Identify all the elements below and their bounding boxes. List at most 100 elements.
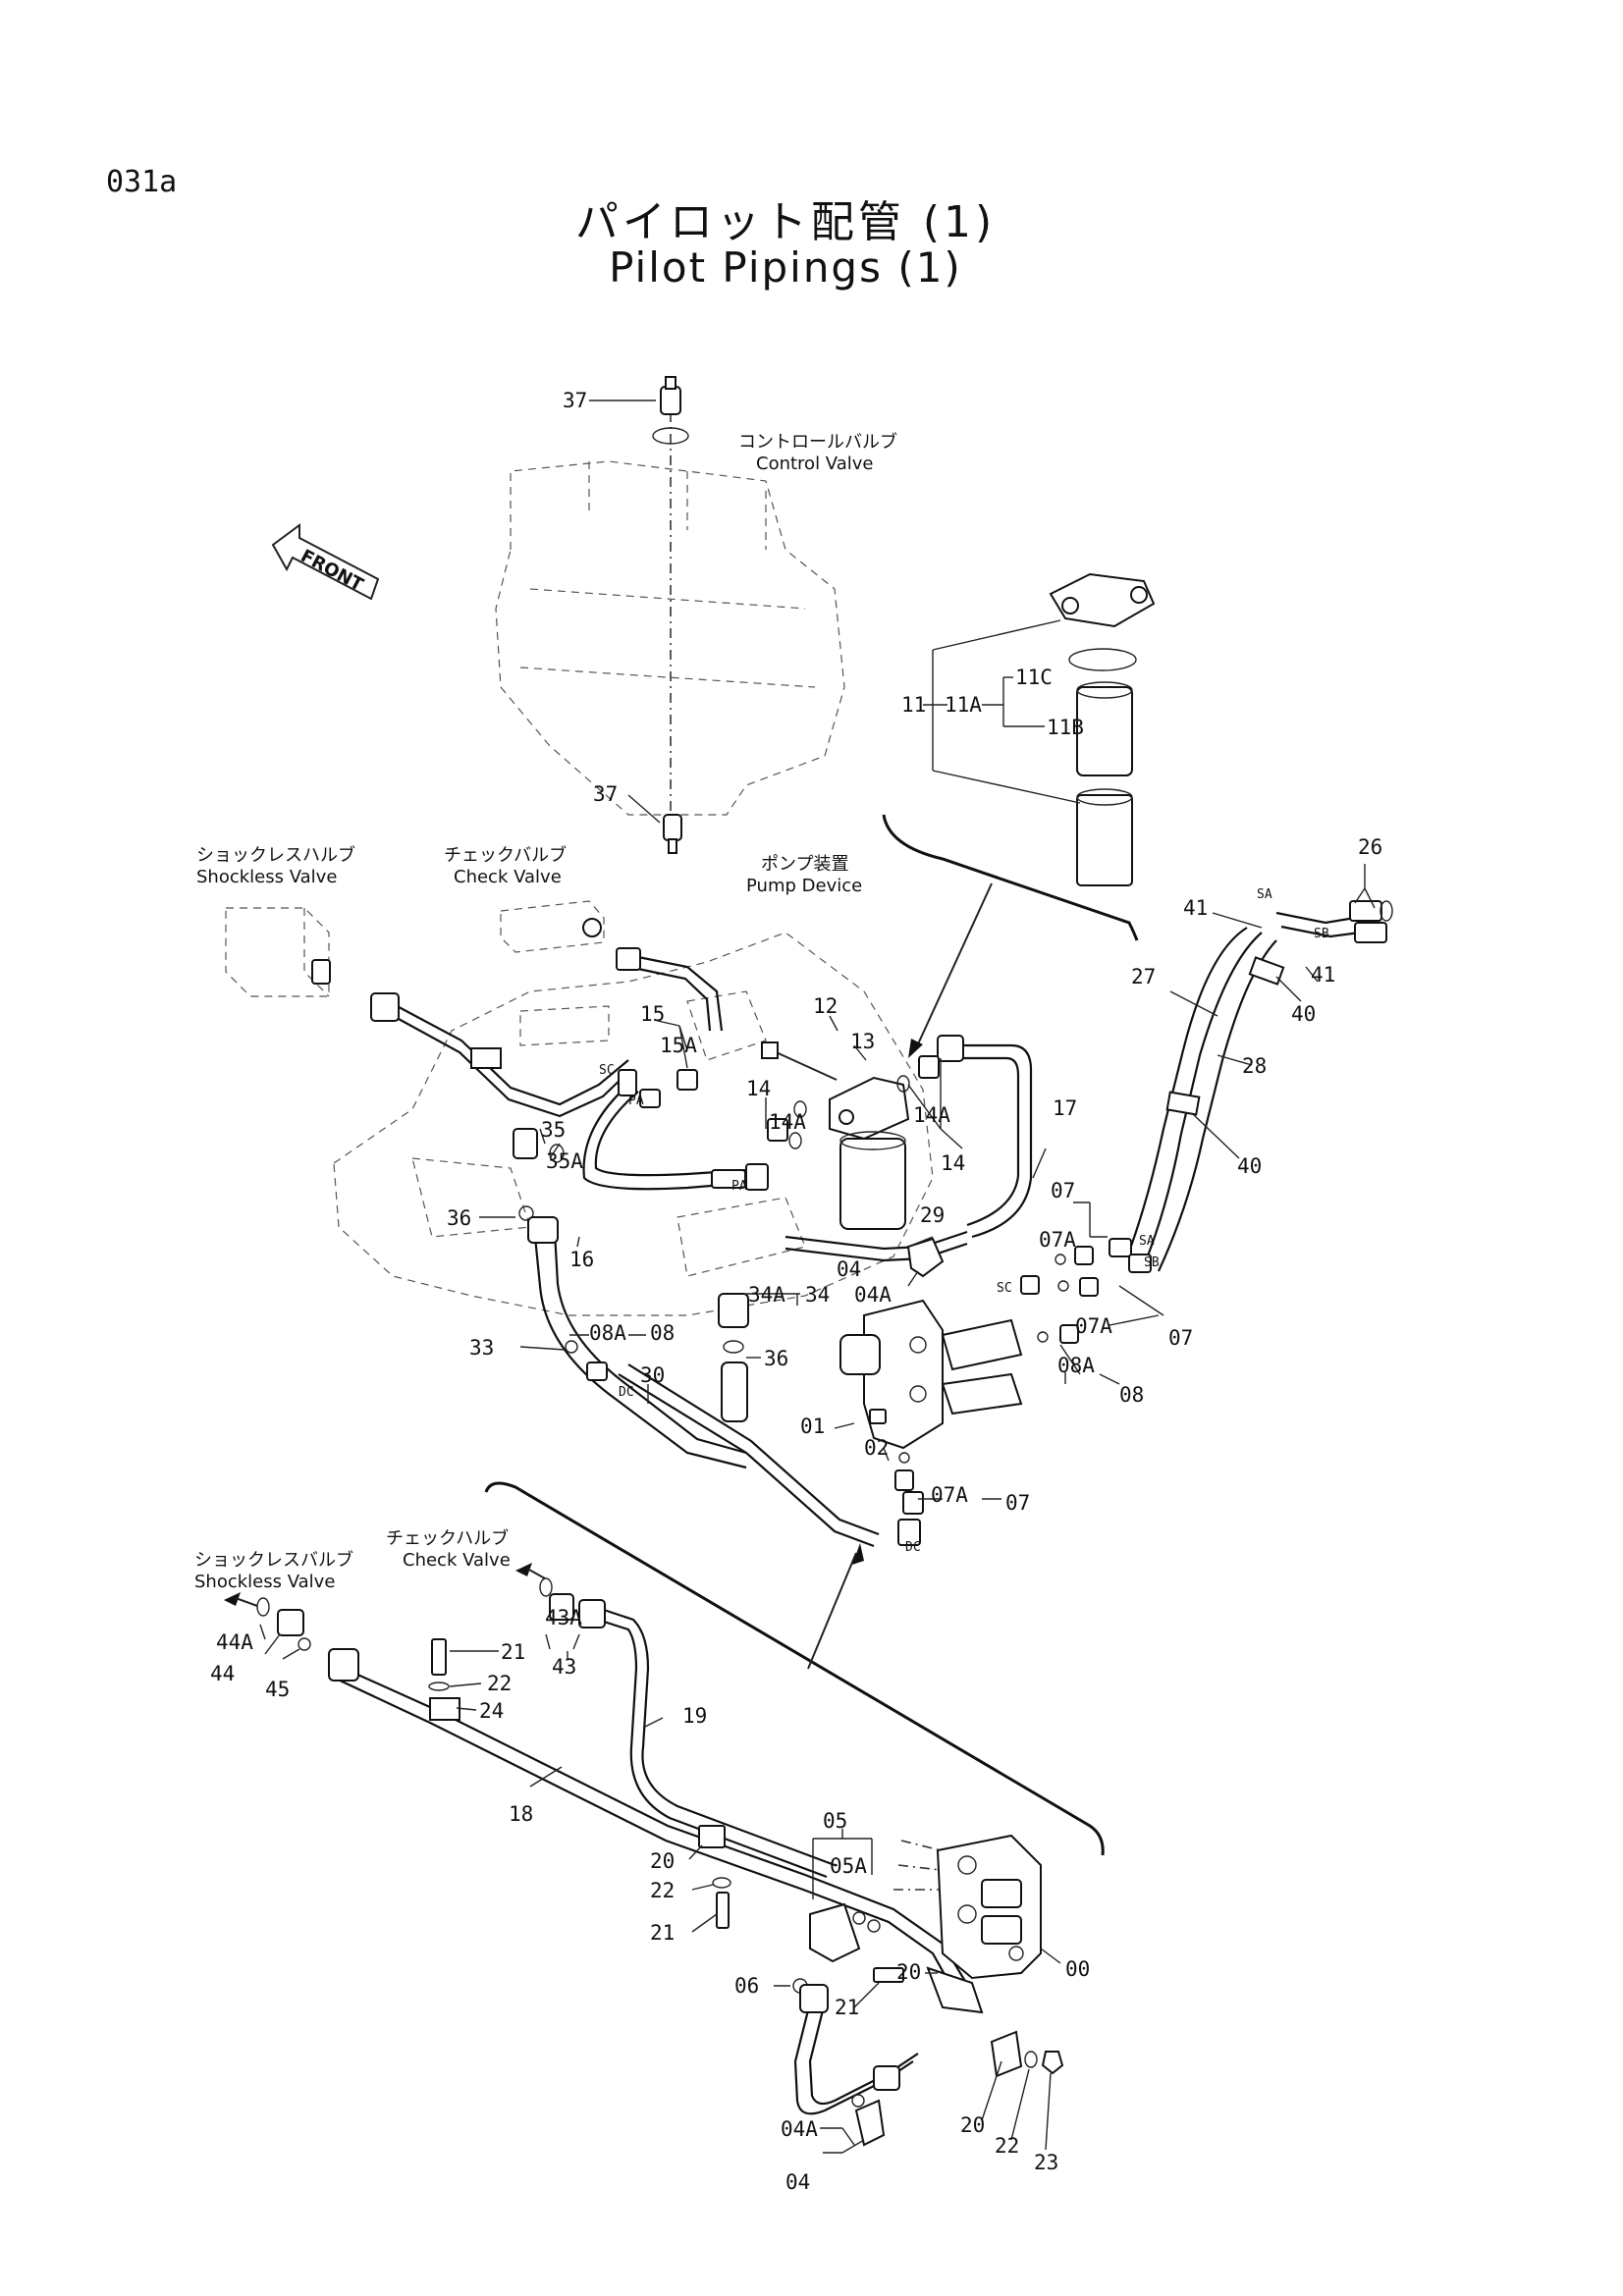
port-DC-left: DC: [619, 1385, 634, 1400]
fitting-37-bottom: [663, 814, 682, 854]
callout-14A-left: 14A: [769, 1110, 806, 1134]
callout-16: 16: [569, 1248, 594, 1271]
callout-36-left: 36: [447, 1206, 471, 1230]
front-arrow-label: FRONT: [298, 546, 367, 596]
callout-15: 15: [640, 1002, 665, 1026]
callout-11: 11: [901, 693, 926, 717]
detail-pointer-bottom: [807, 1552, 857, 1670]
clamp-40-lower: [1165, 1091, 1201, 1116]
callout-30: 30: [640, 1363, 665, 1387]
callout-07-bottom: 07: [1005, 1491, 1030, 1515]
check-valve-top-label-jp: チェックバルブ: [444, 844, 567, 866]
callout-02: 02: [864, 1436, 889, 1460]
callout-07-top: 07: [1051, 1179, 1075, 1202]
elbow-04-bottom: [854, 2099, 886, 2147]
callout-44A: 44A: [216, 1630, 253, 1654]
port-PA-mid: PA: [731, 1179, 747, 1194]
callout-11B: 11B: [1047, 716, 1084, 739]
callout-44: 44: [210, 1662, 235, 1685]
title-english: Pilot Pipings (1): [609, 243, 962, 292]
callout-37-top: 37: [563, 389, 587, 412]
callout-07A-bottom: 07A: [931, 1483, 968, 1507]
port-PA-top: PA: [628, 1094, 644, 1108]
callout-18: 18: [509, 1802, 533, 1826]
callout-08-right: 08: [1119, 1383, 1144, 1407]
callout-22-mid: 22: [650, 1879, 675, 1902]
detail-border-top: [882, 814, 1139, 941]
callout-26: 26: [1358, 835, 1382, 859]
callout-45: 45: [265, 1678, 290, 1701]
check-valve-bottom-label-en: Check Valve: [403, 1550, 511, 1571]
clamp-24: [429, 1697, 460, 1721]
callout-06: 06: [734, 1974, 759, 1998]
front-arrow: FRONT: [271, 523, 380, 601]
callout-20-bottom: 20: [960, 2113, 985, 2137]
pilot-filter-exploded: [1049, 572, 1156, 886]
callout-21-bottom: 21: [835, 1996, 859, 2019]
title-japanese: パイロット配管 (1): [574, 197, 997, 247]
shockless-valve-top-label-jp: ショックレスハルブ: [196, 844, 355, 866]
shockless-valve-bottom-label-en: Shockless Valve: [194, 1572, 335, 1592]
fitting-34: [718, 1293, 749, 1328]
callout-35A: 35A: [546, 1149, 583, 1173]
callout-35: 35: [541, 1118, 566, 1142]
port-SC-right: SC: [997, 1281, 1012, 1296]
callout-04A-bottom: 04A: [781, 2117, 818, 2141]
callout-14-right: 14: [941, 1151, 965, 1175]
callout-27: 27: [1131, 965, 1156, 988]
callout-07-mid: 07: [1168, 1326, 1193, 1350]
callout-37-bottom: 37: [593, 782, 618, 806]
fitting-14-right: [918, 1055, 940, 1079]
callout-12: 12: [813, 994, 838, 1018]
callout-34A: 34A: [748, 1283, 785, 1307]
pump-device: [333, 932, 934, 1316]
callout-41-right: 41: [1311, 963, 1335, 987]
callout-34: 34: [805, 1283, 830, 1307]
callout-14A-right: 14A: [913, 1103, 950, 1127]
control-valve: [495, 412, 845, 834]
port-SA-bottom: SA: [1139, 1234, 1155, 1249]
check-valve-top-label-en: Check Valve: [454, 867, 562, 887]
callout-22-bottom: 22: [995, 2134, 1019, 2158]
pilot-pump-top: [839, 1299, 1023, 1450]
callout-05: 05: [823, 1809, 847, 1833]
callout-40-top: 40: [1291, 1002, 1316, 1026]
pilot-pump-bottom: [936, 1834, 1042, 1980]
control-valve-label-jp: コントロールバルブ: [738, 431, 897, 453]
callout-21-mid: 21: [650, 1921, 675, 1945]
shockless-pipe-nut: [370, 992, 400, 1022]
callout-07A-mid: 07A: [1075, 1314, 1112, 1338]
callout-04-top: 04: [837, 1257, 861, 1281]
page-id: 031a: [106, 165, 178, 199]
callout-04A-top: 04A: [854, 1283, 892, 1307]
callout-19: 19: [682, 1704, 707, 1728]
check-valve-top: [500, 900, 605, 953]
pipe-18-nut: [328, 1648, 359, 1682]
callout-40-bottom: 40: [1237, 1154, 1262, 1178]
callout-20-top: 20: [650, 1849, 675, 1873]
callout-13: 13: [850, 1030, 875, 1053]
port-SC-top: SC: [599, 1063, 615, 1078]
fitting-35: [513, 1128, 538, 1159]
fitting-26: [1349, 900, 1393, 943]
port-DC-bottom: DC: [905, 1540, 921, 1555]
callout-00: 00: [1065, 1957, 1090, 1981]
callout-28: 28: [1242, 1054, 1267, 1078]
shockless-valve-top: [225, 907, 331, 997]
fitting-44: [277, 1609, 304, 1636]
pump-device-label-jp: ポンプ装置: [761, 854, 848, 875]
detail-pointer-top: [915, 882, 993, 1049]
callout-24: 24: [479, 1699, 504, 1723]
shockless-valve-bottom-label-jp: ショックレスバルブ: [194, 1549, 353, 1571]
callout-04-bottom: 04: [785, 2170, 810, 2194]
pilot-filter: [829, 1076, 910, 1230]
callout-29: 29: [920, 1203, 945, 1227]
pipe-clamp-top: [470, 1047, 502, 1069]
callout-08A-left: 08A: [589, 1321, 626, 1345]
control-valve-label-en: Control Valve: [756, 454, 873, 474]
detail-border-bottom: [484, 1481, 1105, 1856]
callout-11A: 11A: [945, 693, 982, 717]
callout-21-top: 21: [501, 1640, 525, 1664]
elbow-04-top: [906, 1237, 945, 1278]
